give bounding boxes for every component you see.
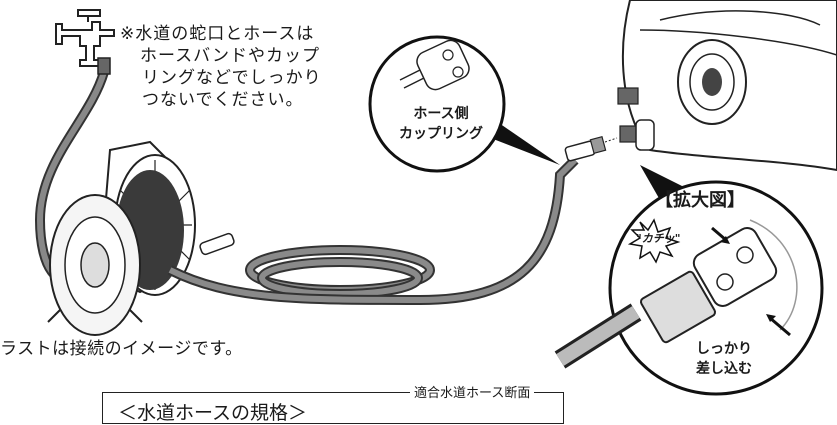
- click-burst: [627, 218, 681, 264]
- push-firmly-label: しっかり 差し込む: [684, 339, 764, 379]
- zoom-title: 【拡大図】: [655, 190, 745, 211]
- note-line-4: つないでください。: [142, 90, 304, 110]
- illustration-caption: ラストは接続のイメージです。: [0, 339, 243, 359]
- push-label-line-1: しっかり: [696, 341, 752, 357]
- hose-spec-title: ＜水道ホースの規格＞: [118, 402, 308, 424]
- cross-section-label: 適合水道ホース断面: [410, 382, 535, 401]
- connection-illustration: [34, 0, 837, 396]
- faucet-icon: [55, 9, 115, 75]
- hose-coupling-label: ホース側 カップリング: [386, 104, 496, 144]
- note-line-1: ※水道の蛇口とホースは: [120, 24, 315, 44]
- zoom-callout: [554, 165, 824, 396]
- push-label-line-2: 差し込む: [696, 361, 752, 377]
- coiled-hose: [245, 245, 435, 299]
- hose-coupling-icon: [564, 135, 618, 162]
- note-line-2: ホースバンドやカップ: [140, 46, 320, 66]
- connection-note: ※水道の蛇口とホースは ホースバンドやカップ リングなどでしっかり つないでくだ…: [120, 23, 322, 111]
- click-sound-label: "カチッ": [636, 232, 681, 245]
- hose-coupling-label-line-2: カップリング: [399, 126, 483, 142]
- hose-reel-icon: [47, 140, 235, 336]
- note-line-3: リングなどでしっかり: [142, 68, 322, 88]
- hose-coupling-label-line-1: ホース側: [413, 106, 469, 122]
- hose-coupling-callout: [368, 35, 560, 173]
- pressure-washer-icon: [617, 0, 837, 172]
